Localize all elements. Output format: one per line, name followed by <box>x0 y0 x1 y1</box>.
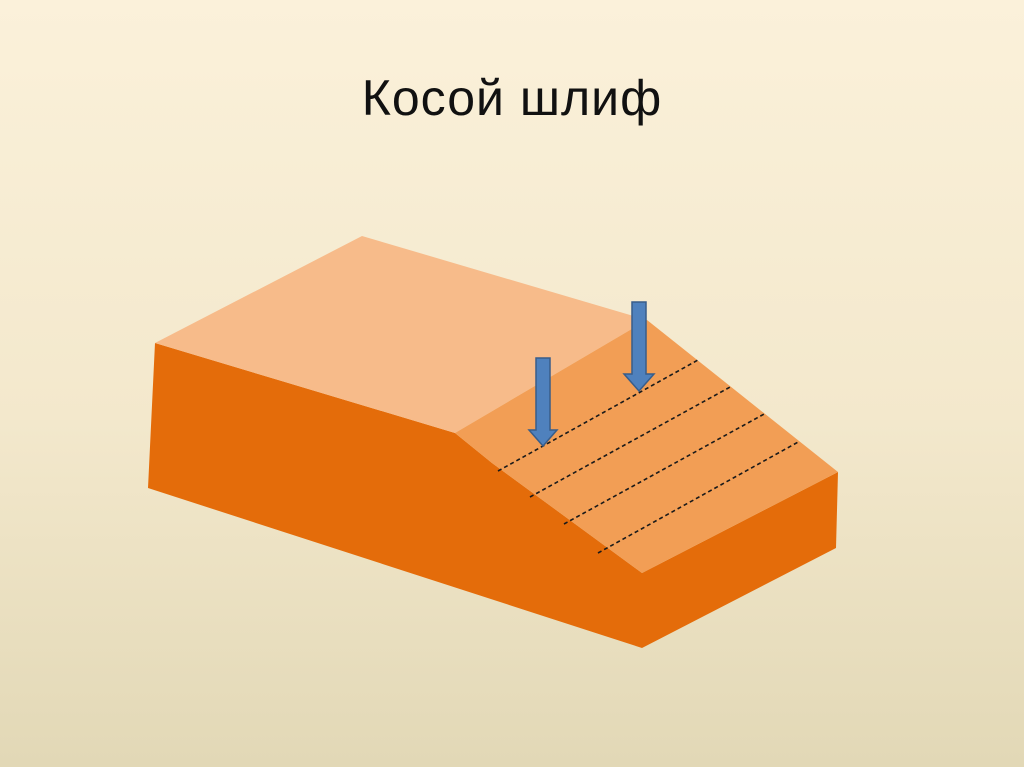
cut-lines <box>497 359 801 554</box>
down-arrow-icon <box>622 301 656 393</box>
cut-line <box>529 385 733 498</box>
cut-line <box>497 359 699 472</box>
block-front-face <box>148 343 642 648</box>
slide-title: Косой шлиф <box>361 70 663 126</box>
down-arrow-icon <box>527 357 559 448</box>
cut-line <box>563 412 767 525</box>
block-right-face <box>642 472 838 648</box>
cut-line <box>597 440 801 554</box>
block-top-face <box>155 236 647 433</box>
